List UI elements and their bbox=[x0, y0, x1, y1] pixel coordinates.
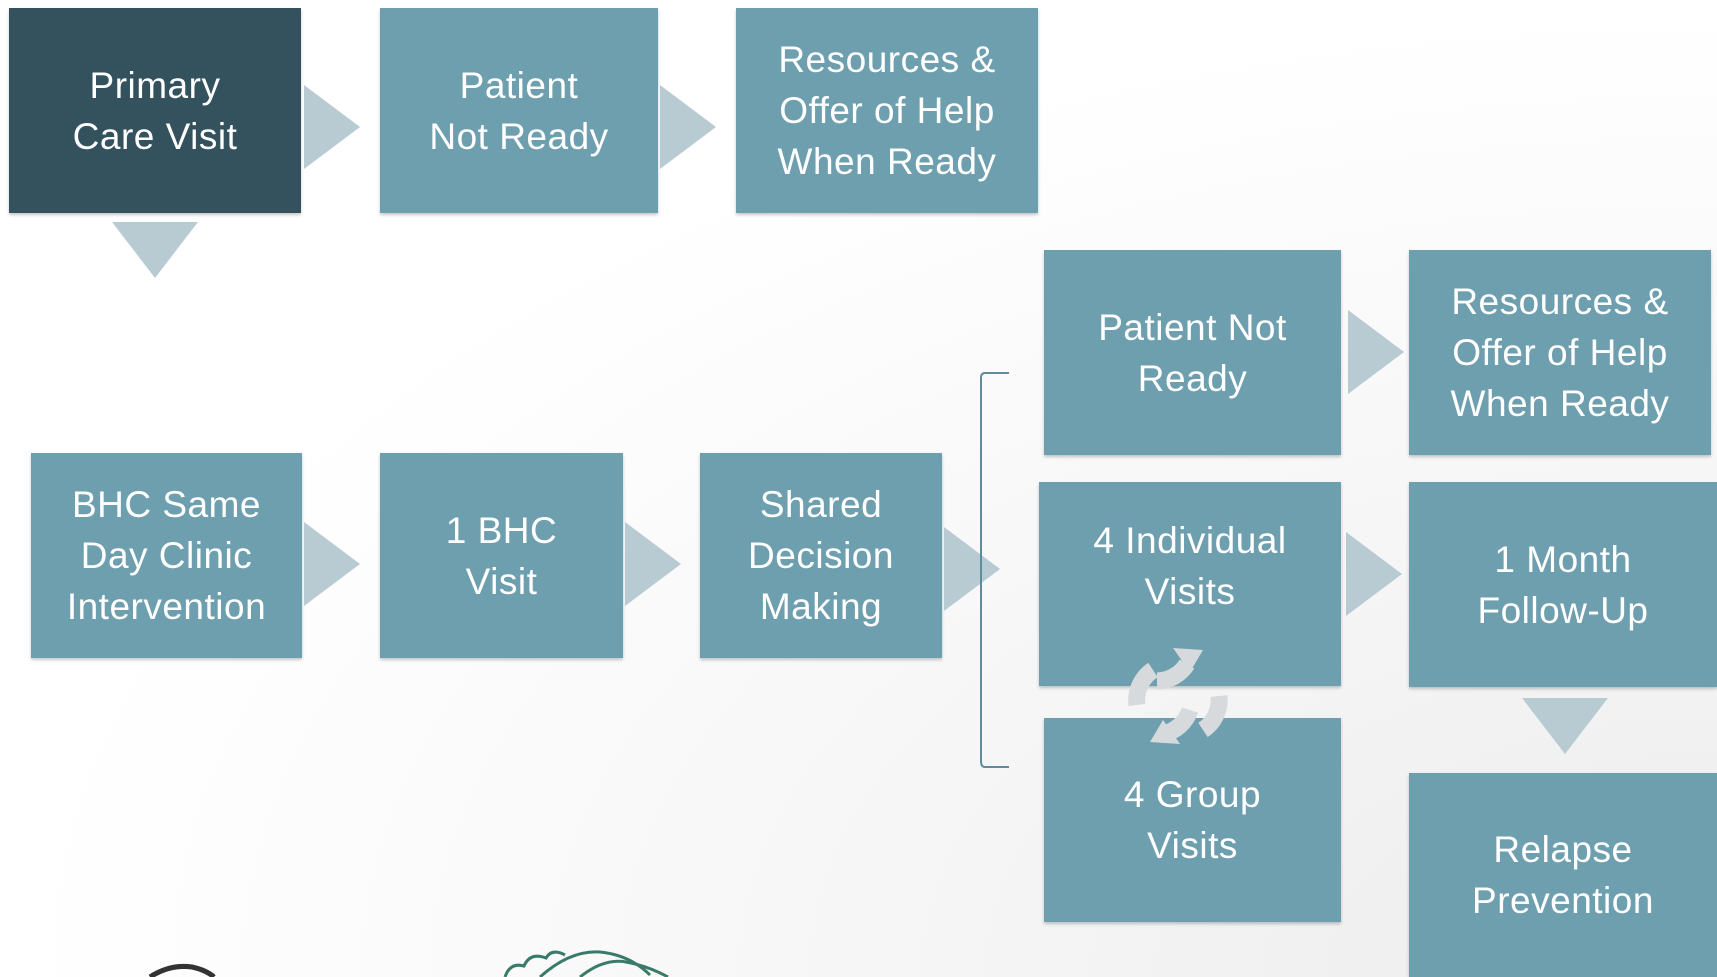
right-arrow-icon bbox=[1346, 532, 1402, 616]
bhc-same-day-label: BHC Same Day Clinic Intervention bbox=[66, 484, 267, 627]
resources-offer-label: Resources & Offer of Help When Ready bbox=[777, 39, 997, 182]
primary-care-visit-label: Primary Care Visit bbox=[72, 64, 238, 157]
one-bhc-visit-label: 1 BHC Visit bbox=[445, 509, 558, 602]
resources-offer-right-box: Resources & Offer of Help When Ready bbox=[1409, 250, 1711, 455]
right-arrow-icon bbox=[1348, 310, 1404, 394]
four-individual-visits-label: 4 Individual Visits bbox=[1093, 520, 1287, 612]
four-group-visits-label: 4 Group Visits bbox=[1123, 774, 1262, 866]
relapse-prevention-box: Relapse Prevention bbox=[1409, 773, 1717, 977]
patient-not-ready-right-box: Patient Not Ready bbox=[1044, 250, 1341, 455]
relapse-prevention-label: Relapse Prevention bbox=[1472, 829, 1654, 921]
right-arrow-icon bbox=[625, 522, 681, 606]
patient-not-ready-box: Patient Not Ready bbox=[380, 8, 658, 213]
shared-decision-box: Shared Decision Making bbox=[700, 453, 942, 658]
shared-decision-label: Shared Decision Making bbox=[748, 484, 894, 627]
one-month-follow-up-box: 1 Month Follow-Up bbox=[1409, 482, 1717, 687]
right-arrow-icon bbox=[304, 85, 360, 169]
four-group-visits-box: 4 Group Visits bbox=[1044, 718, 1341, 922]
right-arrow-icon bbox=[304, 522, 360, 606]
right-arrow-icon bbox=[660, 85, 716, 169]
resources-offer-box: Resources & Offer of Help When Ready bbox=[736, 8, 1038, 213]
primary-care-visit-box: Primary Care Visit bbox=[9, 8, 301, 213]
patient-not-ready-right-label: Patient Not Ready bbox=[1098, 306, 1287, 399]
down-arrow-icon bbox=[112, 222, 198, 278]
one-bhc-visit-box: 1 BHC Visit bbox=[380, 453, 623, 658]
patient-not-ready-label: Patient Not Ready bbox=[429, 64, 609, 157]
resources-offer-right-label: Resources & Offer of Help When Ready bbox=[1450, 281, 1670, 424]
down-arrow-icon bbox=[1522, 698, 1608, 754]
bhc-same-day-box: BHC Same Day Clinic Intervention bbox=[31, 453, 302, 658]
right-arrow-icon bbox=[944, 527, 1000, 611]
one-month-follow-up-label: 1 Month Follow-Up bbox=[1477, 538, 1649, 631]
